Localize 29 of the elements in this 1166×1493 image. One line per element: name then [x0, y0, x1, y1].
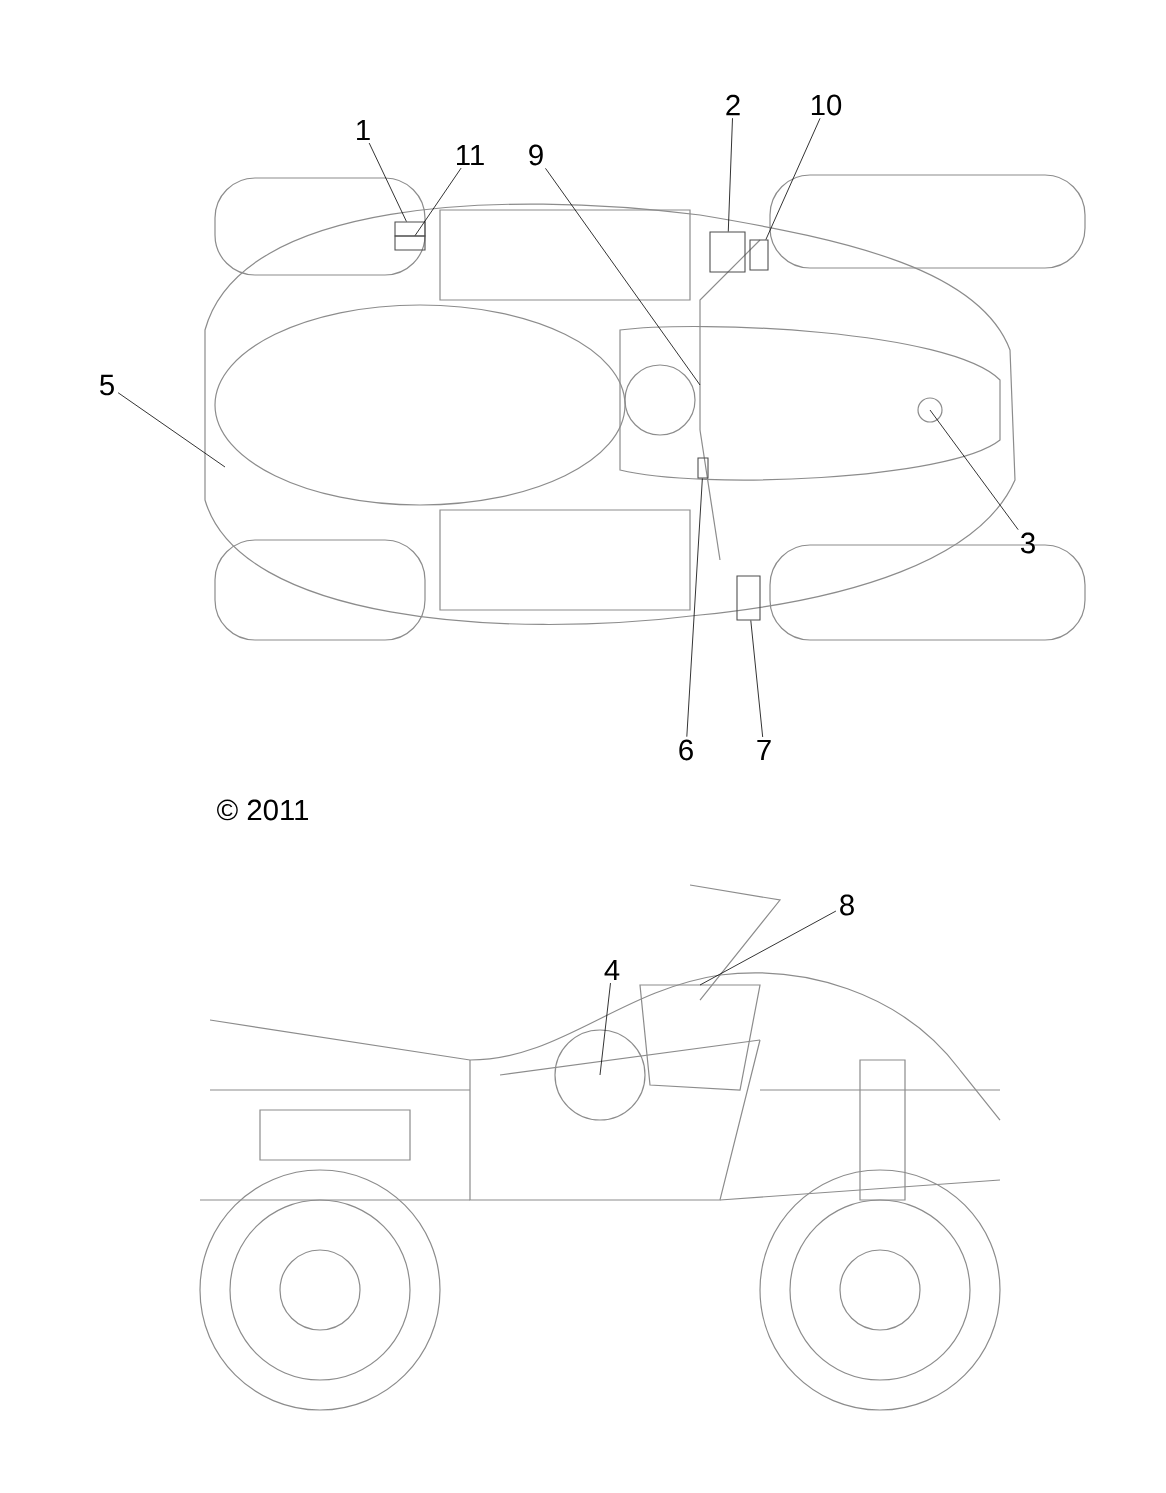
leader-line [368, 142, 407, 222]
leader-line [699, 910, 837, 986]
leader-line [750, 620, 764, 738]
callout-number: 5 [100, 374, 114, 396]
leader-line [414, 167, 462, 236]
callout-number: 1 [357, 119, 370, 141]
leader-line [686, 478, 703, 738]
callout-number: 2 [726, 94, 740, 116]
decal-outline [697, 457, 709, 479]
decal-outline [394, 221, 426, 237]
callout-number: 4 [604, 959, 620, 981]
leader-line [599, 982, 611, 1076]
callout-number: 6 [679, 739, 693, 761]
callout-number: 10 [811, 94, 842, 116]
callout-number: 3 [1020, 532, 1035, 554]
leader-line [765, 117, 821, 240]
decal-outline [749, 239, 769, 271]
decal-outline [394, 235, 426, 251]
leader-line [727, 117, 733, 232]
decal-outline [709, 231, 746, 273]
decal-outline [736, 575, 761, 621]
leader-line [117, 392, 226, 468]
copyright-note: © 2011 [217, 799, 308, 821]
leader-line [929, 409, 1019, 531]
callout-number: 7 [757, 739, 771, 761]
callout-number: 11 [457, 144, 484, 166]
leader-line [545, 167, 701, 386]
callout-number: 8 [840, 894, 854, 916]
callout-number: 9 [529, 144, 543, 166]
